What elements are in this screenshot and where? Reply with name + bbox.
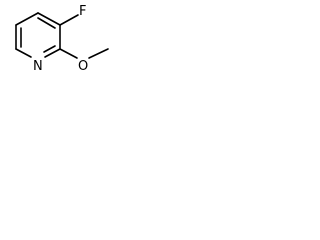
bond-n1-c2 xyxy=(44,48,61,58)
bond-c4-c5 xyxy=(15,12,39,26)
pyridine-ring xyxy=(15,12,61,58)
double-bond-n1-c2-inner xyxy=(43,45,56,53)
structure-diagram: F N O xyxy=(15,4,109,74)
atom-label-fluorine: F xyxy=(79,4,86,19)
atom-label-oxygen: O xyxy=(78,59,88,74)
atom-label-nitrogen: N xyxy=(33,59,43,74)
bond-c3-f xyxy=(59,14,79,26)
bond-c3-c4 xyxy=(37,12,61,26)
double-bond-c3-c4-inner xyxy=(37,17,56,29)
bond-c2-o xyxy=(59,48,78,59)
bond-c6-n1 xyxy=(15,48,32,58)
bond-o-ch3 xyxy=(88,48,109,59)
